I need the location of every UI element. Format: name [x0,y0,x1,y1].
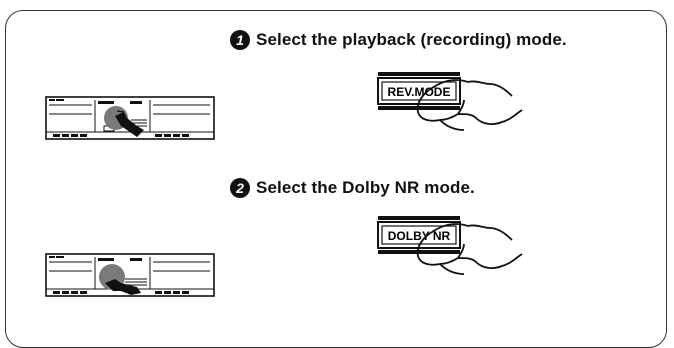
step-2-number: 2 [230,178,250,198]
cassette-deck-icon [45,96,215,140]
step-1-number: 1 [230,30,250,50]
dolby-nr-button-illustration: DOLBY NR [377,216,523,275]
step-1-heading: 1 Select the playback (recording) mode. [230,30,567,50]
rev-mode-button-label: REV.MODE [388,85,451,99]
cassette-deck-icon [45,253,215,297]
pointing-hand-icon [416,223,523,275]
step-2-text: Select the Dolby NR mode. [256,178,475,197]
step-2-heading: 2 Select the Dolby NR mode. [230,178,475,198]
dolby-nr-button-label: DOLBY NR [388,229,451,243]
rev-mode-button-illustration: REV.MODE [377,72,523,131]
step-1-text: Select the playback (recording) mode. [256,30,567,49]
pointing-hand-icon [416,79,523,131]
